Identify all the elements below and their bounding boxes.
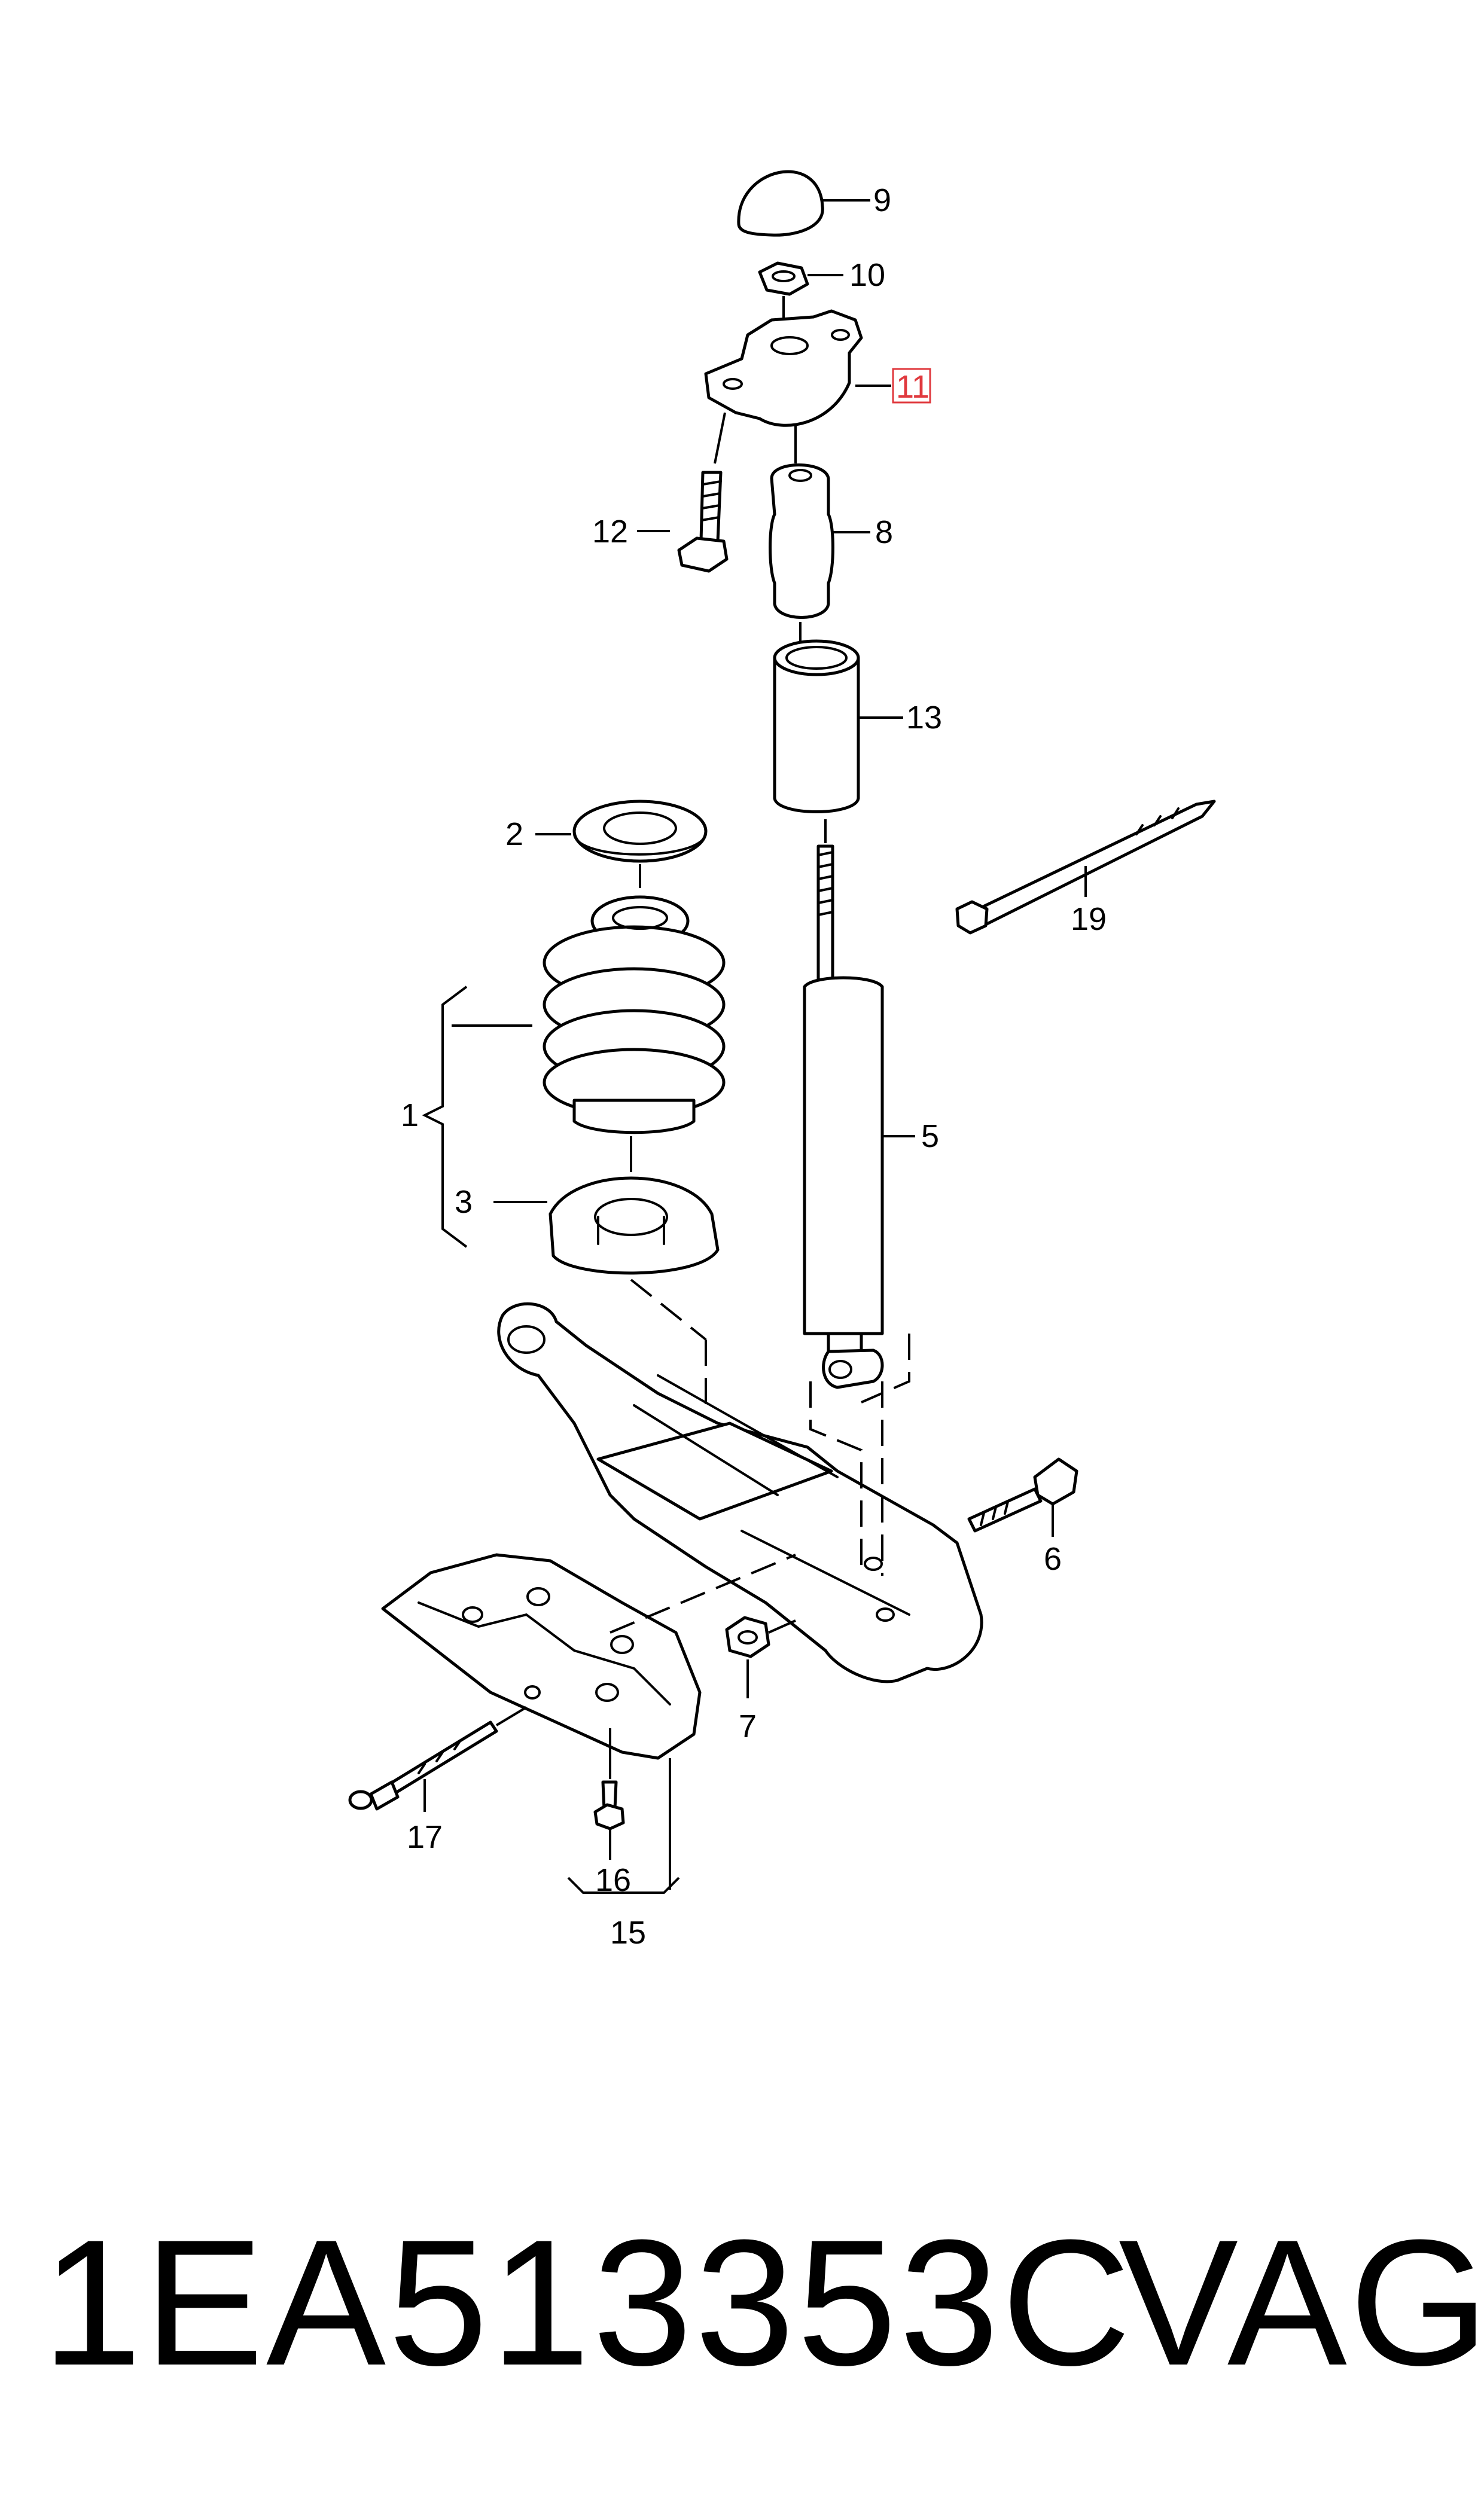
callout-9: 9 — [873, 182, 891, 218]
callout-11-highlight-box — [892, 368, 931, 404]
callout-2: 2 — [505, 816, 523, 852]
callout-17: 17 — [407, 1819, 443, 1855]
callout-11: 11 — [896, 369, 930, 405]
lower-spring-seat-part — [548, 1176, 720, 1275]
callout-5: 5 — [921, 1118, 939, 1154]
dust-boot-part — [773, 639, 860, 813]
bracket-pin-part — [348, 1720, 498, 1811]
coil-spring-part — [543, 895, 726, 1134]
bracket-bolt-part — [593, 1780, 625, 1830]
arm-nut-part — [725, 1616, 770, 1658]
callout-10: 10 — [849, 257, 885, 293]
callout-6: 6 — [1044, 1541, 1062, 1577]
callout-13: 13 — [906, 700, 942, 736]
bump-stop-part — [769, 463, 834, 619]
dome-cap-part — [737, 170, 824, 237]
mount-bolt-part — [677, 471, 729, 573]
callout-1: 1 — [401, 1097, 419, 1133]
trailing-arm-part — [497, 1302, 983, 1683]
callout-15: 15 — [610, 1915, 646, 1951]
callout-16: 16 — [595, 1862, 631, 1898]
callout-12: 12 — [592, 514, 628, 550]
arm-bolt-part — [967, 1457, 1078, 1533]
callout-7: 7 — [739, 1709, 757, 1744]
callout-3: 3 — [455, 1184, 473, 1220]
part-number-label: 1EA513353C — [42, 2202, 1133, 2403]
upper-spring-seat-part — [572, 800, 708, 863]
callout-19: 19 — [1071, 901, 1107, 937]
cable-tie-part — [955, 800, 1216, 935]
callout-8: 8 — [875, 514, 893, 550]
top-nut-part — [758, 261, 809, 296]
strut-top-mount-part — [704, 309, 863, 427]
shock-absorber-part — [803, 844, 884, 1389]
brand-label: VAG — [1119, 2202, 1484, 2403]
underbody-bracket-part — [381, 1553, 702, 1760]
